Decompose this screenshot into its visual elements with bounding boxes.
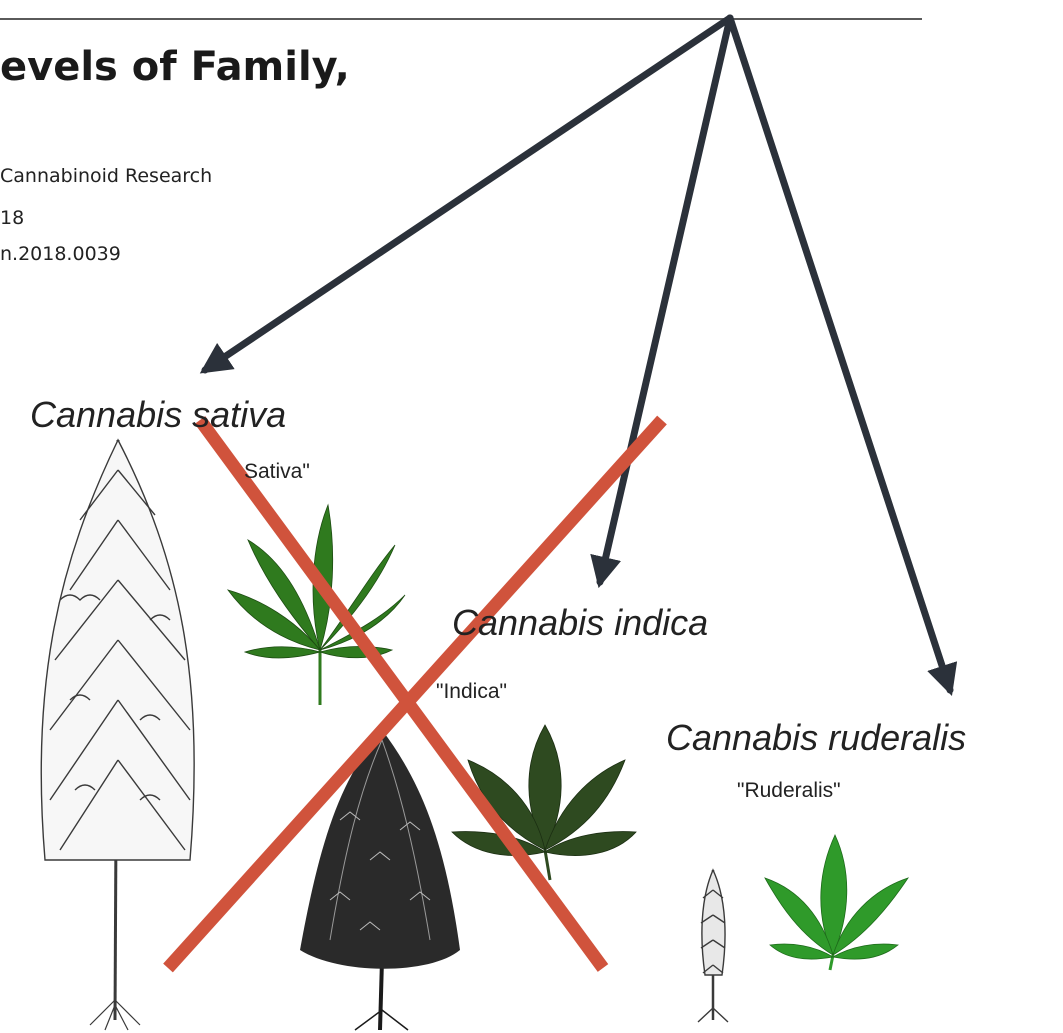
- citation-journal: Cannabinoid Research: [0, 165, 213, 187]
- citation-year: 18: [0, 207, 25, 229]
- common-sativa-label: Sativa": [244, 460, 310, 483]
- indica-tree-icon: [300, 730, 460, 1031]
- common-indica-label: "Indica": [436, 680, 507, 703]
- indica-leaf-icon: [451, 724, 637, 881]
- ruderalis-leaf-icon: [764, 834, 909, 971]
- arrow-to-indica: [590, 14, 734, 589]
- species-indica-label: Cannabis indica: [452, 602, 709, 643]
- sativa-leaf-icon: [226, 503, 406, 705]
- strike-line-2: [163, 415, 667, 973]
- arrow-to-ruderalis: [726, 14, 958, 696]
- citation-doi: n.2018.0039: [0, 243, 121, 265]
- strikeout-cross: [163, 415, 667, 973]
- species-ruderalis-label: Cannabis ruderalis: [666, 717, 967, 758]
- strike-line-1: [194, 416, 609, 972]
- sativa-tree-icon: [40, 438, 195, 1031]
- species-sativa-label: Cannabis sativa: [30, 394, 287, 435]
- header-rule: [0, 18, 922, 20]
- common-ruderalis-label: "Ruderalis": [737, 779, 841, 802]
- taxonomy-arrows: [199, 14, 958, 696]
- paper-title-fragment: evels of Family,: [0, 44, 350, 90]
- ruderalis-plant-icon: [697, 868, 729, 1023]
- arrow-to-sativa: [199, 14, 734, 374]
